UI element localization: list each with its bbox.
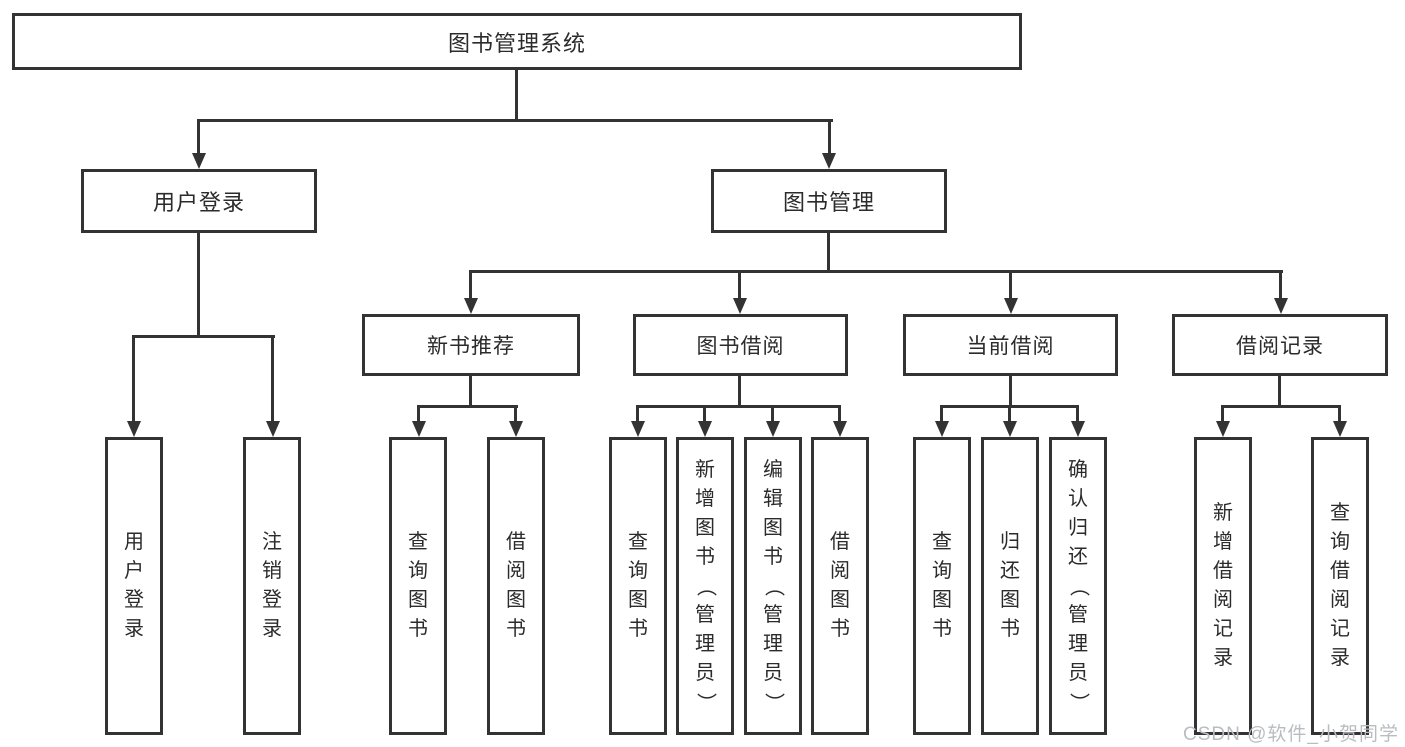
node-query-books-recommend: 查询图书 [389, 437, 447, 735]
connector-line [271, 335, 274, 423]
node-return-books: 归还图书 [981, 437, 1039, 735]
arrowhead-down [127, 421, 141, 437]
arrowhead-down [1274, 298, 1288, 314]
node-query-books-borrowing: 查询图书 [609, 437, 667, 735]
arrowhead-down [1216, 421, 1230, 437]
connector-line [1221, 405, 1341, 408]
connector-line [514, 405, 517, 423]
connector-line [703, 405, 706, 423]
node-query-books-current: 查询图书 [913, 437, 971, 735]
node-query-borrow-record: 查询借阅记录 [1311, 437, 1369, 735]
connector-line [1338, 405, 1341, 423]
connector-line [1008, 405, 1011, 423]
connector-line [636, 405, 639, 423]
node-borrowing-records: 借阅记录 [1172, 314, 1388, 376]
connector-line [838, 405, 841, 423]
connector-line [738, 270, 741, 300]
connector-line [1009, 270, 1012, 300]
node-borrow-books-recommend: 借阅图书 [487, 437, 545, 735]
arrowhead-down [733, 298, 747, 314]
arrowhead-down [631, 421, 645, 437]
arrowhead-down [1004, 298, 1018, 314]
arrowhead-down [192, 153, 206, 169]
node-borrow-books-borrowing: 借阅图书 [811, 437, 869, 735]
node-current-borrowing: 当前借阅 [903, 314, 1118, 376]
node-new-book-recommend: 新书推荐 [362, 314, 580, 376]
connector-line [469, 270, 1283, 273]
connector-line [827, 233, 830, 272]
node-book-borrowing: 图书借阅 [633, 314, 848, 376]
connector-line [1221, 405, 1224, 423]
arrowhead-down [1333, 421, 1347, 437]
arrowhead-down [833, 421, 847, 437]
connector-line [1279, 270, 1282, 300]
arrowhead-down [822, 153, 836, 169]
connector-line [515, 70, 518, 122]
arrowhead-down [266, 421, 280, 437]
connector-line [132, 335, 275, 338]
node-leaf-user-login: 用户登录 [105, 437, 163, 735]
connector-line [738, 376, 741, 407]
node-edit-books-admin: 编辑图书（管理员） [744, 437, 802, 735]
connector-line [469, 376, 472, 407]
connector-line [197, 119, 200, 155]
arrowhead-down [1071, 421, 1085, 437]
connector-line [1076, 405, 1079, 423]
node-confirm-return-admin: 确认归还（管理员） [1049, 437, 1107, 735]
node-add-books-admin: 新增图书（管理员） [676, 437, 734, 735]
connector-line [197, 233, 200, 337]
connector-line [417, 405, 420, 423]
arrowhead-down [698, 421, 712, 437]
arrowhead-down [412, 421, 426, 437]
connector-line [197, 119, 833, 122]
node-leaf-logout: 注销登录 [243, 437, 301, 735]
node-book-management: 图书管理 [711, 169, 947, 233]
connector-line [417, 405, 518, 408]
node-library-system: 图书管理系统 [12, 13, 1022, 70]
node-user-login: 用户登录 [81, 169, 317, 233]
arrowhead-down [766, 421, 780, 437]
connector-line [771, 405, 774, 423]
connector-line [1278, 376, 1281, 407]
connector-line [940, 405, 943, 423]
connector-line [132, 335, 135, 423]
connector-line [636, 405, 841, 408]
arrowhead-down [509, 421, 523, 437]
connector-line [469, 270, 472, 300]
arrowhead-down [1003, 421, 1017, 437]
connector-line [828, 119, 831, 155]
connector-line [1009, 376, 1012, 407]
arrowhead-down [464, 298, 478, 314]
node-add-borrow-record: 新增借阅记录 [1194, 437, 1252, 735]
watermark: CSDN @软件_小贺同学 [1183, 724, 1399, 745]
arrowhead-down [935, 421, 949, 437]
